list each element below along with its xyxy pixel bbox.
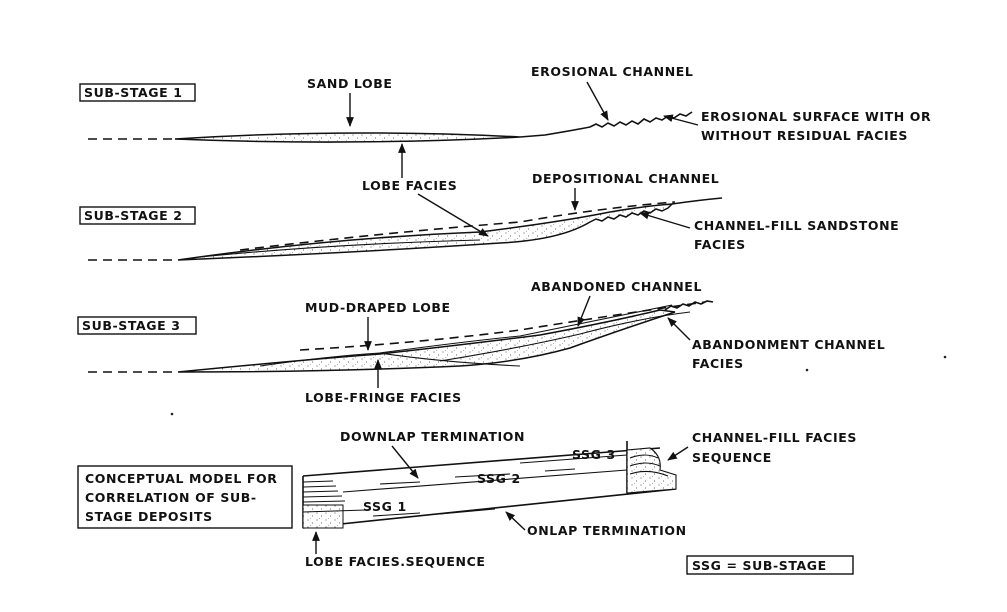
sand-lobe-label: SAND LOBE — [307, 76, 392, 91]
channel-fill-arrow — [639, 211, 691, 229]
downlap-stroke-2 — [454, 473, 511, 478]
channel-fill-sequence-label-line2: SEQUENCE — [692, 450, 772, 465]
abandonment-label-line1: ABANDONMENT CHANNEL — [692, 337, 885, 352]
abandonment-label-line2: FACIES — [692, 356, 744, 371]
channel-column-bed-3 — [629, 470, 669, 477]
abandoned-channel-arrow — [577, 295, 591, 327]
lobe-column-bed-3 — [302, 490, 339, 493]
ssg2-base-surface — [342, 469, 628, 493]
conceptual-model-title-line1: CONCEPTUAL MODEL FOR — [85, 471, 278, 486]
erosional-surface-label-line1: EROSIONAL SURFACE WITH OR — [701, 109, 931, 124]
sub-stage-2-channel-margin — [671, 197, 723, 205]
sub-stage-1-label: SUB-STAGE 1 — [84, 85, 183, 100]
erosional-surface-label-line2: WITHOUT RESIDUAL FACIES — [701, 128, 908, 143]
channel-fill-column — [626, 447, 677, 494]
lobe-column-bed-6 — [302, 509, 367, 513]
conceptual-model-title-line3: STAGE DEPOSITS — [85, 509, 213, 524]
model-top-surface — [302, 447, 661, 477]
downlap-stroke-1 — [379, 481, 421, 485]
speck — [170, 412, 174, 416]
sub-stage-2-group: SUB-STAGE 2 LOBE FACIES DEPOSITIONAL CHA… — [79, 143, 899, 261]
lobe-fringe-label: LOBE-FRINGE FACIES — [305, 390, 462, 405]
onlap-stroke-2 — [439, 508, 496, 515]
ssg3-base-surface — [519, 454, 628, 464]
abandonment-line-upper — [379, 304, 673, 354]
onlap-arrow — [505, 511, 526, 531]
channel-fill-label-line1: CHANNEL-FILL SANDSTONE — [694, 218, 899, 233]
channel-fill-sequence-arrow — [667, 446, 689, 461]
sand-lobe-shape — [174, 132, 521, 143]
lobe-facies-label: LOBE FACIES — [362, 178, 457, 193]
scan-specks — [170, 355, 947, 416]
abandonment-arrow — [667, 317, 691, 341]
abandoned-channel-label: ABANDONED CHANNEL — [531, 279, 702, 294]
lobe-facies-column — [302, 480, 367, 529]
sub-stage-1-group: SUB-STAGE 1 SAND LOBE EROSIONAL CHANNEL … — [79, 64, 931, 143]
sub-stage-3-label: SUB-STAGE 3 — [82, 318, 181, 333]
channel-column-sand — [626, 447, 677, 494]
sub-stage-2-label: SUB-STAGE 2 — [84, 208, 183, 223]
lobe-column-sand — [302, 504, 344, 529]
erosional-channel-label: EROSIONAL CHANNEL — [531, 64, 693, 79]
ssg1-label: SSG 1 — [363, 499, 407, 514]
lobe-facies-arrow-down — [417, 193, 489, 237]
speck — [943, 355, 947, 359]
channel-fill-sequence-label-line1: CHANNEL-FILL FACIES — [692, 430, 857, 445]
lobe-facies-sequence-label: LOBE FACIES.SEQUENCE — [305, 554, 486, 569]
speck — [805, 368, 809, 372]
sub-stage-2-dashed-top — [239, 201, 676, 251]
erosional-surface-arrow — [663, 114, 699, 126]
ssg3-label: SSG 3 — [572, 447, 616, 462]
downlap-arrow — [391, 445, 419, 479]
lobe-column-bed-4 — [302, 495, 343, 498]
downlap-termination-label: DOWNLAP TERMINATION — [340, 429, 525, 444]
lobe-column-bed-2 — [302, 485, 337, 488]
mud-draped-lobe-label: MUD-DRAPED LOBE — [305, 300, 451, 315]
depositional-channel-label: DEPOSITIONAL CHANNEL — [532, 171, 719, 186]
sub-stage-3-erosional-edge — [664, 300, 714, 311]
sub-stage-2-label-box — [79, 206, 196, 225]
downlap-stroke-3 — [544, 468, 576, 472]
onlap-stroke-1 — [372, 512, 421, 517]
conceptual-model-group: CONCEPTUAL MODEL FOR CORRELATION OF SUB-… — [77, 429, 857, 575]
sub-stage-3-label-box — [77, 316, 197, 335]
conceptual-model-title-box — [77, 465, 293, 529]
channel-column-bed-1 — [629, 454, 659, 459]
erosional-channel-arrow — [586, 81, 609, 121]
lobe-internal-line — [199, 239, 481, 258]
lobe-column-bed-1 — [302, 480, 334, 483]
onlap-termination-label: ONLAP TERMINATION — [527, 523, 687, 538]
legend-box — [686, 555, 854, 575]
ssg2-label: SSG 2 — [477, 471, 521, 486]
sub-stage-1-label-box — [79, 83, 196, 102]
legend-label: SSG = SUB-STAGE — [692, 558, 827, 573]
abandonment-line-lower — [439, 311, 691, 362]
channel-fill-sand-shape — [177, 203, 674, 261]
sub-stage-3-group: SUB-STAGE 3 MUD-DRAPED LOBE ABANDONED CH… — [77, 279, 885, 405]
mud-draped-lobe-shape — [177, 309, 676, 373]
model-base-surface — [302, 488, 677, 529]
channel-column-bed-2 — [629, 462, 661, 467]
conceptual-model-title-line2: CORRELATION OF SUB- — [85, 490, 257, 505]
channel-fill-label-line2: FACIES — [694, 237, 746, 252]
lobe-column-bed-5 — [302, 500, 346, 503]
